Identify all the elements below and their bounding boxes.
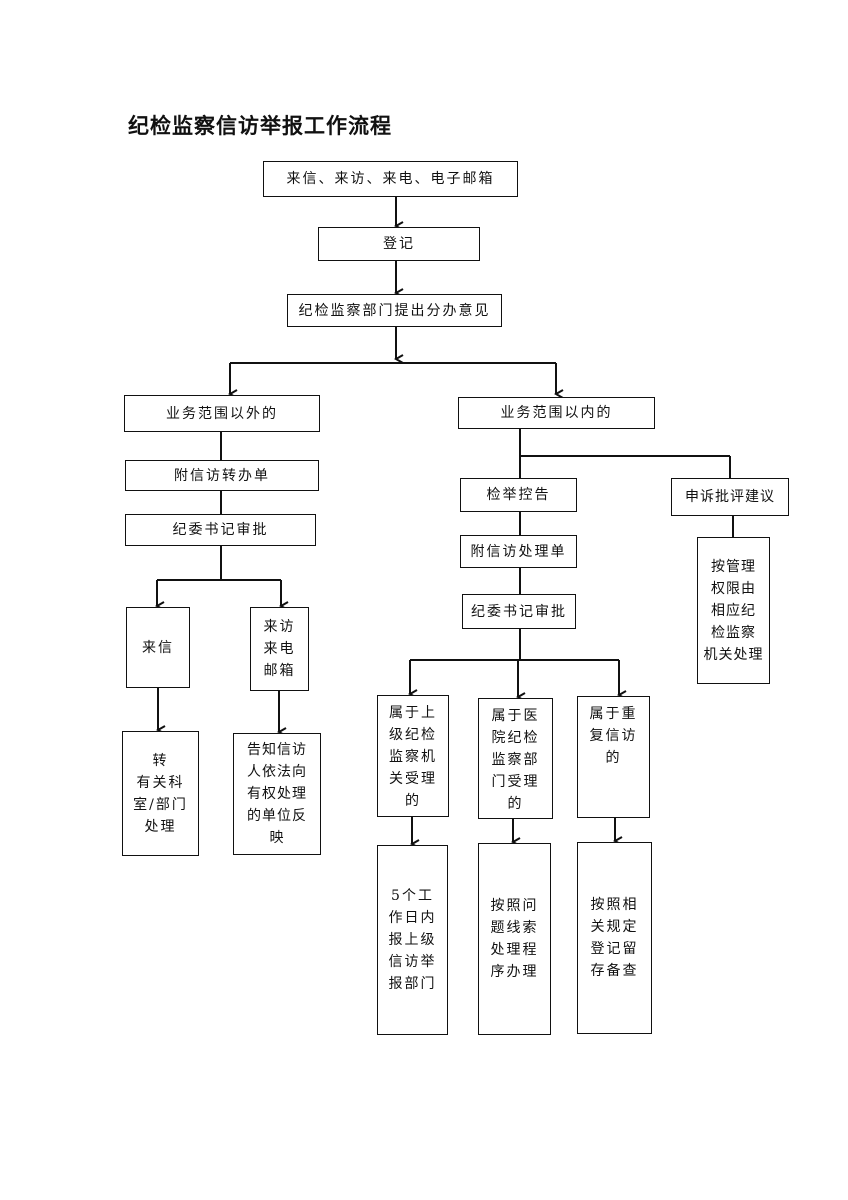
node-visit: 来访 来电 邮箱 [250, 607, 309, 691]
node-upper: 属于上 级纪检 监察机 关受理 的 [377, 695, 449, 817]
node-outside-approve: 纪委书记审批 [125, 514, 316, 546]
node-hospital: 属于医 院纪检 监察部 门受理 的 [478, 698, 553, 819]
node-inside: 业务范围以内的 [458, 397, 655, 429]
node-opinion: 纪检监察部门提出分办意见 [287, 294, 502, 327]
node-register: 登记 [318, 227, 480, 261]
node-repeat-result: 按照相 关规定 登记留 存备查 [577, 842, 652, 1034]
node-outside-form: 附信访转办单 [125, 460, 319, 491]
node-sources: 来信、来访、来电、电子邮箱 [263, 161, 518, 197]
node-outside: 业务范围以外的 [124, 395, 320, 432]
node-inside-form: 附信访处理单 [460, 535, 577, 568]
node-inside-approve: 纪委书记审批 [462, 594, 576, 629]
page-title: 纪检监察信访举报工作流程 [128, 113, 392, 138]
node-letter: 来信 [126, 607, 190, 688]
node-letter-result: 转 有关科 室/部门 处理 [122, 731, 199, 856]
node-appeal: 申诉批评建议 [671, 478, 789, 516]
node-visit-result: 告知信访 人依法向 有权处理 的单位反 映 [233, 733, 321, 855]
node-hospital-result: 按照问 题线索 处理程 序办理 [478, 843, 551, 1035]
node-appeal-result: 按管理 权限由 相应纪 检监察 机关处理 [697, 537, 770, 684]
node-repeat: 属于重 复信访 的 [577, 696, 650, 818]
node-report: 检举控告 [460, 478, 577, 512]
node-upper-result: 5个工 作日内 报上级 信访举 报部门 [377, 845, 448, 1035]
